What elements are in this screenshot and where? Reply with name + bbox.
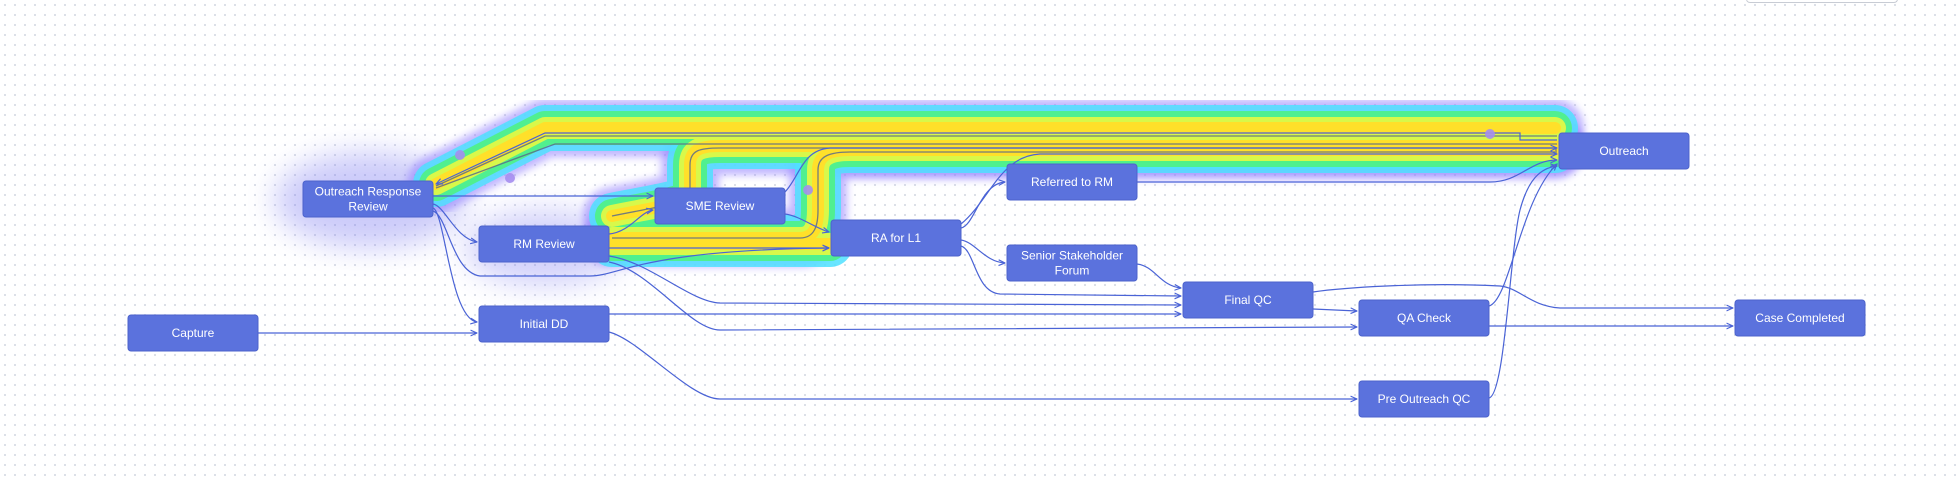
node-box[interactable] bbox=[478, 305, 610, 343]
edge-rm-review-to-final-qc[interactable] bbox=[608, 255, 1181, 305]
node-qa-check[interactable]: QA Check bbox=[1358, 299, 1490, 337]
path-bundle-line-1 bbox=[435, 143, 1557, 189]
edge-final-qc-to-case-completed[interactable] bbox=[1312, 284, 1733, 308]
node-box[interactable] bbox=[478, 225, 610, 263]
node-referred-to-rm[interactable]: Referred to RM bbox=[1006, 163, 1138, 201]
node-box[interactable] bbox=[1558, 132, 1690, 170]
edge-sme-review-to-outreach[interactable] bbox=[784, 148, 1557, 193]
node-box[interactable] bbox=[1006, 244, 1138, 282]
path-token-marker bbox=[1485, 129, 1495, 139]
node-pre-outreach-qc[interactable]: Pre Outreach QC bbox=[1358, 380, 1490, 418]
edge-sme-review-to-ra-for-l1[interactable] bbox=[784, 213, 829, 232]
edge-referred-to-rm-to-outreach[interactable] bbox=[1137, 160, 1557, 183]
node-label: SME Review bbox=[686, 199, 755, 213]
node-box[interactable] bbox=[1358, 380, 1490, 418]
node-box[interactable] bbox=[1006, 163, 1138, 201]
edge-ra-for-l1-to-referred-to-rm[interactable] bbox=[960, 182, 1005, 229]
node-label: Review bbox=[348, 200, 388, 214]
node-box[interactable] bbox=[654, 187, 786, 225]
edge-outreach-response-review-to-rm-review[interactable] bbox=[432, 203, 477, 242]
edge-ra-for-l1-to-final-qc[interactable] bbox=[960, 245, 1181, 296]
node-box[interactable] bbox=[1358, 299, 1490, 337]
node-outreach[interactable]: Outreach bbox=[1558, 132, 1690, 170]
node-label: Initial DD bbox=[520, 317, 569, 331]
node-capture[interactable]: Capture bbox=[127, 314, 259, 352]
path-token-marker bbox=[455, 150, 465, 160]
edge-pre-outreach-qc-to-outreach[interactable] bbox=[1488, 166, 1557, 399]
node-label: Outreach Response bbox=[315, 185, 422, 199]
edge-ra-for-l1-to-outreach[interactable] bbox=[960, 154, 1557, 225]
path-token-marker bbox=[505, 173, 515, 183]
node-label: Senior Stakeholder bbox=[1021, 249, 1123, 263]
node-label: RA for L1 bbox=[871, 231, 921, 245]
node-label: Outreach bbox=[1599, 144, 1648, 158]
edge-initial-dd-to-pre-outreach-qc[interactable] bbox=[608, 331, 1357, 399]
node-label: Capture bbox=[172, 326, 215, 340]
edge-rm-review-to-sme-review[interactable] bbox=[608, 210, 653, 235]
node-sme-review[interactable]: SME Review bbox=[654, 187, 786, 225]
edge-senior-stakeholder-forum-to-final-qc[interactable] bbox=[1136, 263, 1181, 288]
node-label: Case Completed bbox=[1755, 311, 1844, 325]
node-box[interactable] bbox=[302, 180, 434, 218]
edge-rm-review-to-qa-check[interactable] bbox=[608, 261, 1357, 331]
node-label: Forum bbox=[1055, 264, 1090, 278]
edge-qa-check-to-outreach[interactable] bbox=[1488, 164, 1557, 307]
node-box[interactable] bbox=[830, 219, 962, 257]
node-label: RM Review bbox=[513, 237, 575, 251]
path-token-marker bbox=[803, 185, 813, 195]
node-label: Pre Outreach QC bbox=[1378, 392, 1471, 406]
node-box[interactable] bbox=[1182, 281, 1314, 319]
path-bundle-line-3 bbox=[612, 151, 1557, 239]
node-case-completed[interactable]: Case Completed bbox=[1734, 299, 1866, 337]
node-ra-for-l1[interactable]: RA for L1 bbox=[830, 219, 962, 257]
node-final-qc[interactable]: Final QC bbox=[1182, 281, 1314, 319]
heat-band-4-0 bbox=[430, 122, 1561, 190]
node-label: QA Check bbox=[1397, 311, 1452, 325]
node-initial-dd[interactable]: Initial DD bbox=[478, 305, 610, 343]
node-box[interactable] bbox=[1734, 299, 1866, 337]
node-rm-review[interactable]: RM Review bbox=[478, 225, 610, 263]
edge-outreach-response-review-to-ra-for-l1[interactable] bbox=[432, 210, 829, 277]
edge-outreach-to-outreach-response-review[interactable] bbox=[436, 132, 1557, 184]
edge-layer bbox=[258, 129, 1733, 399]
edge-ra-for-l1-to-senior-stakeholder-forum[interactable] bbox=[960, 239, 1005, 263]
edge-final-qc-to-qa-check[interactable] bbox=[1312, 309, 1357, 311]
node-box[interactable] bbox=[127, 314, 259, 352]
node-label: Final QC bbox=[1224, 293, 1272, 307]
node-label: Referred to RM bbox=[1031, 175, 1113, 189]
path-bundle-line-0 bbox=[435, 135, 1557, 187]
